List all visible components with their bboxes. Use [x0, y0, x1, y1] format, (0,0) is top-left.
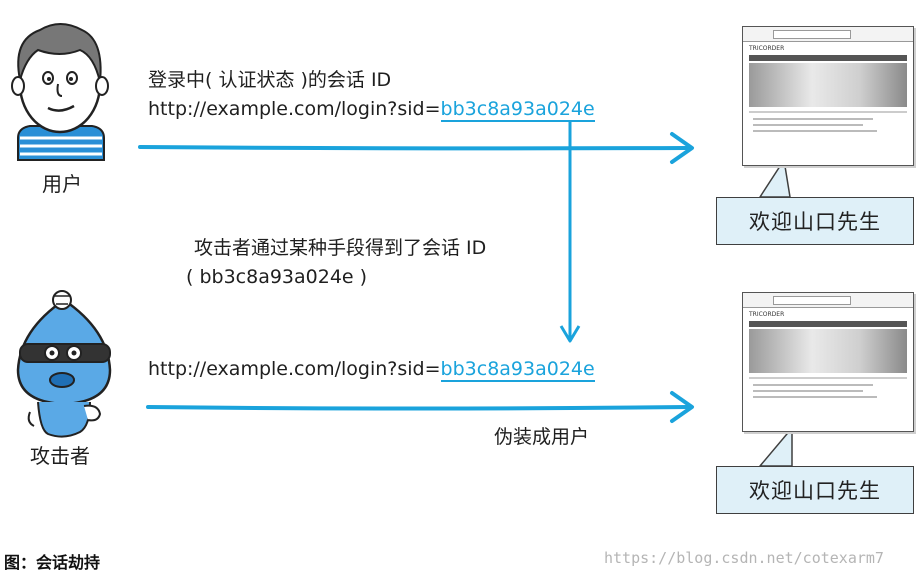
watermark: https://blog.csdn.net/cotexarm7	[604, 549, 884, 567]
bubble-bottom-tail	[759, 427, 793, 467]
user-request-arrow	[138, 132, 694, 164]
user-url-prefix: http://example.com/login?sid=	[148, 98, 441, 120]
stolen-session-id: ( bb3c8a93a024e )	[186, 266, 368, 288]
welcome-bubble-top: 欢迎山口先生	[716, 197, 914, 245]
figure-caption: 图：会话劫持	[4, 553, 101, 572]
welcome-bubble-bottom: 欢迎山口先生	[716, 466, 914, 514]
browser-toolbar	[743, 27, 913, 42]
site-hero-image	[749, 329, 907, 373]
browser-window-top: TRICORDER	[742, 26, 914, 166]
attacker-url: http://example.com/login?sid=bb3c8a93a02…	[148, 357, 595, 382]
attacker-label: 攻击者	[30, 444, 90, 468]
address-bar	[773, 30, 851, 39]
steal-description: 攻击者通过某种手段得到了会话 ID	[194, 237, 487, 259]
logged-in-session-text: 登录中( 认证状态 )的会话 ID	[148, 69, 392, 91]
disguise-label: 伪装成用户	[494, 426, 590, 448]
site-name: TRICORDER	[749, 311, 785, 318]
site-hero-image	[749, 63, 907, 107]
attacker-request-arrow	[146, 391, 694, 423]
attacker-url-prefix: http://example.com/login?sid=	[148, 358, 441, 380]
user-session-id: bb3c8a93a024e	[440, 98, 595, 122]
browser-window-bottom: TRICORDER	[742, 292, 914, 432]
user-character-icon	[11, 23, 109, 161]
attacker-session-id: bb3c8a93a024e	[440, 358, 595, 382]
browser-toolbar	[743, 293, 913, 308]
session-steal-arrow	[559, 122, 581, 343]
address-bar	[773, 296, 851, 305]
attacker-character-icon	[16, 290, 112, 438]
site-name: TRICORDER	[749, 45, 785, 52]
user-url: http://example.com/login?sid=bb3c8a93a02…	[148, 97, 595, 122]
user-label: 用户	[42, 172, 82, 196]
